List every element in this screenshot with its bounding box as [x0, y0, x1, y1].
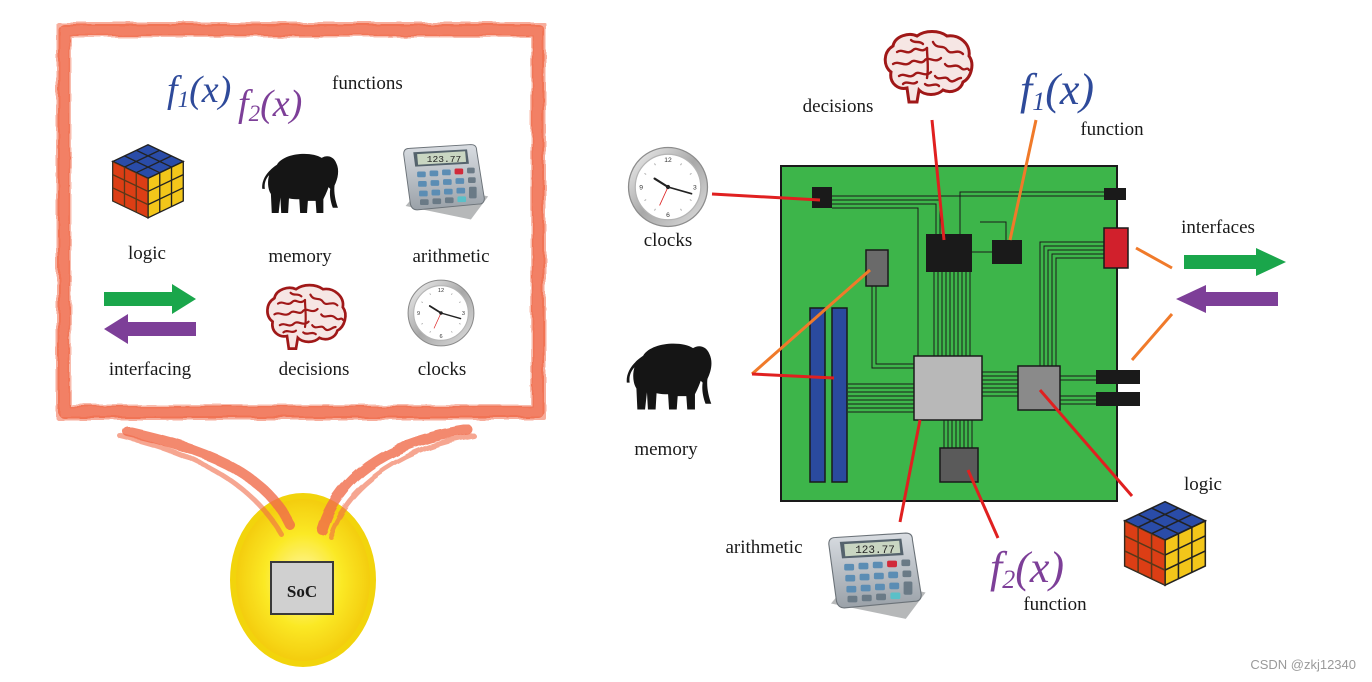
- label-decisions-right: decisions: [803, 96, 874, 117]
- label-clocks: clocks: [418, 359, 467, 380]
- pointer-lines: [711, 119, 1174, 539]
- functions-label: functions: [332, 73, 403, 94]
- label-memory-right: memory: [634, 439, 698, 460]
- label-interfaces: interfaces: [1181, 217, 1255, 238]
- soc-label: SoC: [287, 582, 317, 601]
- memory-slot-2: [831, 307, 848, 483]
- clock-chip: [812, 187, 832, 208]
- circuit-board: [780, 165, 1140, 502]
- speech-bubble: SoC: [56, 22, 546, 667]
- label-logic-right: logic: [1184, 474, 1222, 495]
- label-arithmetic-right: arithmetic: [725, 537, 802, 558]
- soc-chip: [270, 561, 334, 615]
- bubble-frame: [56, 22, 546, 420]
- logic-chip: [1017, 365, 1061, 411]
- rubiks-cube-icon: [112, 144, 184, 219]
- clock-icon-right: [627, 146, 709, 228]
- brain-icon: [265, 283, 347, 351]
- f1-formula-right: f1(x): [1020, 65, 1094, 116]
- function-chip: [992, 240, 1022, 264]
- interface-port: [1103, 227, 1129, 269]
- label-logic: logic: [128, 243, 166, 264]
- top-right-connector: [1104, 188, 1126, 200]
- f2-formula-left: f2(x): [238, 83, 302, 126]
- label-interfacing: interfacing: [109, 359, 192, 380]
- label-clocks-right: clocks: [644, 230, 693, 251]
- memory-slot-1: [809, 307, 826, 483]
- label-arithmetic: arithmetic: [412, 246, 489, 267]
- elephant-icon-right: [626, 343, 712, 410]
- f1-formula-left: f1(x): [167, 69, 231, 112]
- calculator-icon-right: [828, 532, 927, 620]
- f2-formula-right: f2(x): [990, 543, 1064, 594]
- watermark: CSDN @zkj12340: [1250, 657, 1356, 672]
- rubiks-cube-icon-right: [1123, 500, 1207, 587]
- label-decisions: decisions: [279, 359, 350, 380]
- interface-arrows-icon: [1176, 248, 1286, 313]
- label-function-bottom: function: [1023, 594, 1087, 615]
- elephant-icon: [262, 153, 339, 213]
- interface-connector-1: [1096, 370, 1140, 384]
- interface-connector-2: [1096, 392, 1140, 406]
- decision-chip: [926, 234, 972, 272]
- calculator-icon: [403, 144, 489, 220]
- brain-icon-right: [883, 29, 974, 104]
- bubble-tails: [117, 425, 477, 539]
- clock-icon: [407, 279, 475, 347]
- memory-controller-chip: [865, 249, 889, 287]
- label-memory: memory: [268, 246, 332, 267]
- double-arrow-icon: [104, 284, 196, 344]
- label-function-top: function: [1080, 119, 1144, 140]
- cpu-chip: [913, 355, 983, 421]
